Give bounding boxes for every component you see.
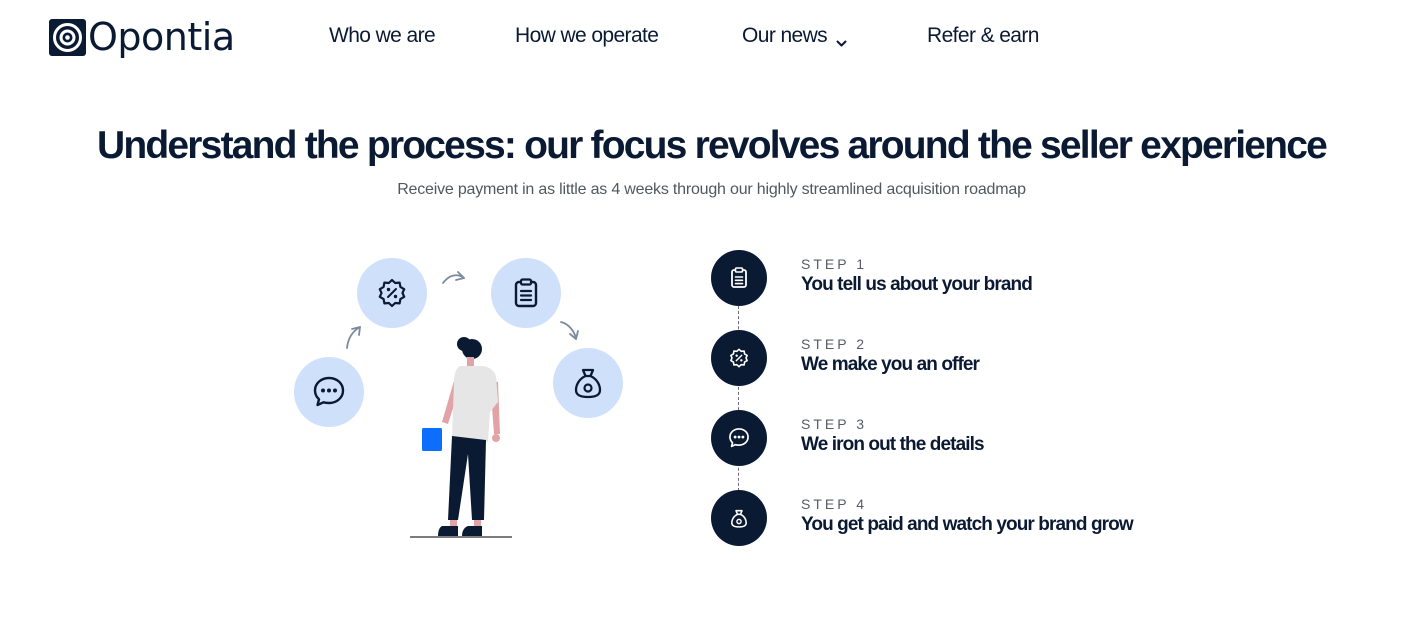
step-label: STEP 3 [801,416,867,432]
flow-arrows [346,271,579,349]
step-label: STEP 2 [801,336,867,352]
page-title: Understand the process: our focus revolv… [97,124,1328,167]
step-label: STEP 1 [801,256,867,272]
nav-label: Who we are [329,24,436,47]
process-illustration [280,240,640,550]
step-4: STEP 4 You get paid and watch your brand… [711,490,1271,546]
step-label: STEP 4 [801,496,867,512]
money-bag-icon [553,348,623,418]
nav-label: How we operate [515,24,659,47]
person-figure [410,337,512,538]
chat-icon [711,410,767,466]
logo-text: Opontia [88,15,235,59]
step-title: We iron out the details [801,434,985,455]
step-title: You tell us about your brand [801,274,1033,295]
step-3: STEP 3 We iron out the details [711,410,1271,466]
nav-refer-earn[interactable]: Refer & earn [927,22,1039,50]
clipboard-icon [711,250,767,306]
nav-who-we-are[interactable]: Who we are [329,22,436,50]
logo-mark-icon [49,18,86,56]
discount-badge-icon [357,258,427,328]
step-1: STEP 1 You tell us about your brand [711,250,1271,306]
nav-label: Our news [742,24,828,47]
page-subtitle: Receive payment in as little as 4 weeks … [397,181,1026,198]
chat-icon [294,357,364,427]
steps-connector [738,306,739,496]
clipboard-icon [491,258,561,328]
discount-badge-icon [711,330,767,386]
nav-how-we-operate[interactable]: How we operate [515,22,659,50]
chevron-down-icon [836,31,847,46]
money-bag-icon [711,490,767,546]
step-title: You get paid and watch your brand grow [801,514,1134,535]
nav-our-news[interactable]: Our news [742,22,847,50]
logo[interactable]: Opontia [49,15,235,59]
steps-list: STEP 1 You tell us about your brand STEP… [711,250,1271,550]
step-title: We make you an offer [801,354,980,375]
step-2: STEP 2 We make you an offer [711,330,1271,386]
nav-label: Refer & earn [927,24,1039,47]
